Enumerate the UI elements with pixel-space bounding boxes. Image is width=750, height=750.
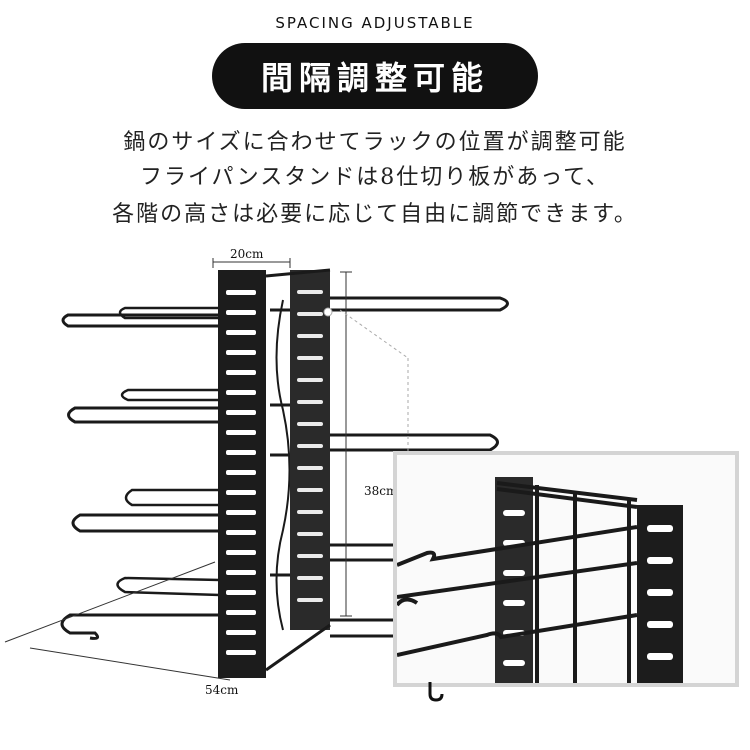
height-dimension-label: 38cm xyxy=(364,484,398,498)
description-line-1: 鍋のサイズに合わせてラックの位置が調整可能 xyxy=(123,130,627,155)
width-dimension-label: 20cm xyxy=(230,247,264,261)
hook-icon xyxy=(428,682,444,702)
detail-inset xyxy=(393,451,739,687)
length-dimension-label: 54cm xyxy=(205,683,239,697)
title-pill: 間隔調整可能 xyxy=(212,43,538,109)
rear-panel-slots xyxy=(297,290,323,602)
front-panel-slots xyxy=(226,290,256,655)
description-line-3: 各階の高さは必要に応じて自由に調節できます。 xyxy=(112,202,638,227)
detail-inset-illustration xyxy=(397,477,683,683)
description-line-2: フライパンスタンドは8仕切り板があって、 xyxy=(139,165,611,190)
eyebrow-text: SPACING ADJUSTABLE xyxy=(275,14,475,32)
page-title: 間隔調整可能 xyxy=(260,59,489,97)
